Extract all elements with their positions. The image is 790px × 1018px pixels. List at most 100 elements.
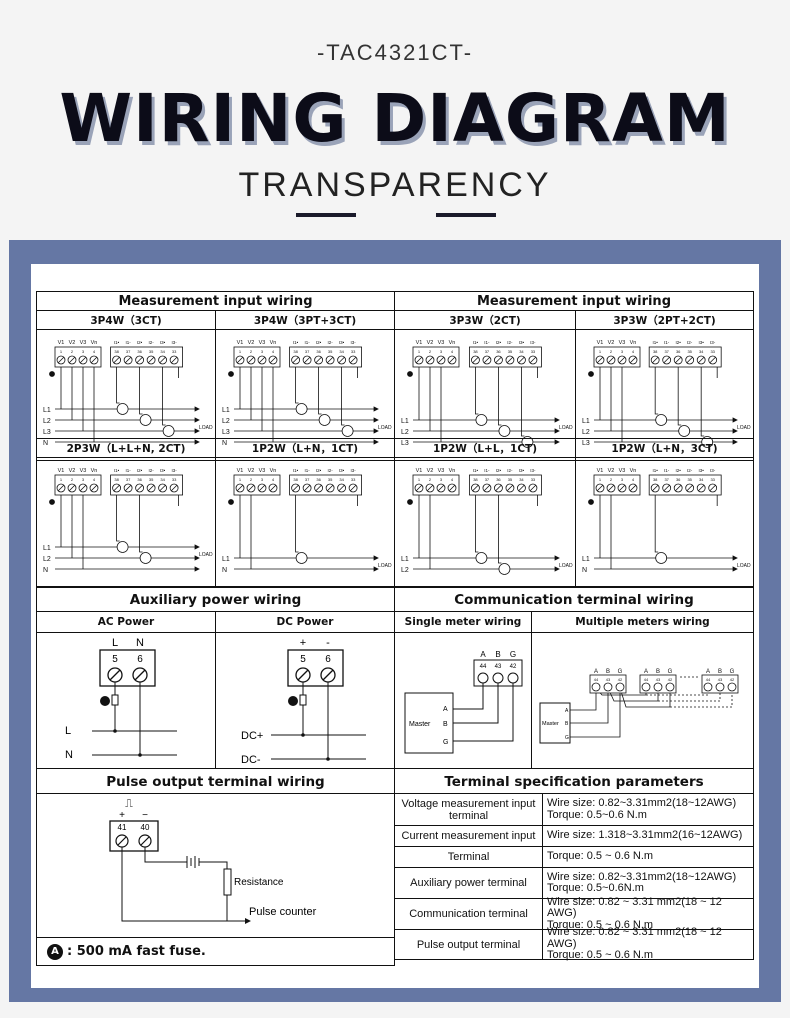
current-terminal-number: 34 [339, 477, 344, 482]
voltage-terminal-label: V1 [597, 468, 604, 474]
phase-line-label: L2 [43, 418, 51, 425]
measurement-diagram-label: 3P4W（3CT) [36, 310, 216, 330]
page-subtitle: TRANSPARENCY [238, 166, 552, 204]
ac-power-diagram: L N 5 6 L N [36, 632, 216, 769]
voltage-terminal-label: V3 [438, 340, 445, 346]
fuse-badge-icon [100, 696, 110, 706]
current-terminal-label: I3- [171, 468, 177, 473]
phase-line-label: L3 [222, 429, 230, 436]
voltage-terminal-number: 1 [60, 477, 63, 482]
voltage-terminal-label: Vn [630, 468, 637, 474]
phase-line-label: L1 [43, 545, 51, 552]
phase-line-label: L1 [582, 418, 590, 425]
voltage-terminal-number: 2 [429, 349, 432, 354]
dc-power-label: DC Power [215, 611, 395, 633]
current-terminal-number: 38 [293, 477, 298, 482]
spec-value-line: Wire size: 0.82 ~ 3.31 mm2(18 ~ 12 AWG) [547, 926, 722, 950]
current-terminal-number: 34 [699, 349, 704, 354]
current-terminal-label: I2- [507, 340, 513, 345]
phase-line-label: N [222, 440, 227, 447]
voltage-terminal-label: V3 [438, 468, 445, 474]
ac-term-6: 6 [137, 654, 143, 665]
multi-number: 44 [594, 677, 599, 682]
dc-top-plus: + [300, 637, 306, 649]
current-terminal-number: 38 [473, 477, 478, 482]
voltage-terminal-label: V1 [237, 340, 244, 346]
pulse-sign-plus: + [119, 810, 125, 821]
fuse-badge-icon: A [47, 943, 63, 960]
phase-line-label: L1 [401, 418, 409, 425]
spec-value-line: Torque: 0.5~0.6 N.m [547, 808, 647, 821]
spec-row-value: Wire size: 0.82~3.31mm2(18~12AWG)Torque:… [542, 867, 754, 899]
voltage-terminal-number: 3 [261, 477, 264, 482]
spec-row-name: Voltage measurement input terminal [394, 793, 543, 826]
voltage-terminal-number: 2 [71, 477, 74, 482]
dc-line-minus: DC- [241, 754, 261, 766]
spec-value-line: Torque: 0.5 ~ 0.6 N.m [547, 918, 654, 931]
current-terminal-number: 38 [653, 477, 658, 482]
single-num-42: 42 [510, 664, 517, 670]
current-terminal-label: I3• [699, 340, 705, 345]
voltage-terminal-number: 4 [272, 477, 275, 482]
load-label: LOAD [199, 425, 213, 431]
current-terminal-number: 34 [519, 349, 524, 354]
current-terminal-label: I2- [687, 340, 693, 345]
pulse-title: Pulse output terminal wiring [36, 768, 395, 794]
current-terminal-number: 38 [293, 349, 298, 354]
voltage-terminal-label: V1 [416, 340, 423, 346]
diagram-card: Measurement input wiring Measurement inp… [31, 264, 759, 988]
voltage-terminal-label: V1 [416, 468, 423, 474]
spec-value-line: Torque: 0.5 ~ 0.6 N.m [547, 949, 654, 962]
phase-line-label: L3 [43, 429, 51, 436]
single-num-43: 43 [495, 664, 502, 670]
voltage-terminal-number: 3 [621, 477, 624, 482]
current-terminal-number: 36 [137, 349, 142, 354]
single-master: Master [409, 721, 431, 728]
spec-row-value: Wire size: 0.82~3.31mm2(18~12AWG)Torque:… [542, 793, 754, 826]
voltage-terminal-label: Vn [270, 340, 277, 346]
phase-line-label: L1 [222, 556, 230, 563]
current-terminal-label: I2- [687, 468, 693, 473]
voltage-terminal-label: V3 [80, 468, 87, 474]
current-terminal-number: 37 [305, 349, 310, 354]
dc-term-6: 6 [325, 654, 331, 665]
multi-letter: A [594, 669, 598, 675]
phase-line-label: L1 [43, 407, 51, 414]
voltage-terminal-label: V1 [237, 468, 244, 474]
phase-line-label: L2 [582, 429, 590, 436]
spec-value-line: Wire size: 0.82~3.31mm2(18~12AWG) [547, 870, 737, 883]
voltage-terminal-label: V3 [259, 340, 266, 346]
phase-line-label: L2 [401, 567, 409, 574]
current-terminal-label: I1• [114, 468, 120, 473]
voltage-terminal-number: 1 [239, 477, 242, 482]
decor-bar-left [296, 213, 356, 217]
phase-line-label: N [43, 440, 48, 447]
voltage-terminal-number: 2 [250, 477, 253, 482]
ac-term-5: 5 [112, 654, 118, 665]
current-terminal-label: I1- [484, 468, 490, 473]
multi-pin-g: G [565, 735, 569, 741]
ac-power-label: AC Power [36, 611, 216, 633]
current-terminal-number: 38 [653, 349, 658, 354]
diagram-frame: Measurement input wiring Measurement inp… [9, 240, 781, 1002]
voltage-terminal-label: V2 [427, 468, 434, 474]
current-terminal-number: 36 [137, 477, 142, 482]
spec-row-name: Terminal [394, 846, 543, 868]
load-label: LOAD [378, 563, 392, 569]
current-terminal-label: I3- [530, 468, 536, 473]
current-terminal-number: 36 [496, 349, 501, 354]
fuse-badge-icon [288, 696, 298, 706]
voltage-terminal-label: V2 [69, 340, 76, 346]
current-terminal-number: 33 [710, 477, 715, 482]
dc-term-5: 5 [300, 654, 306, 665]
current-terminal-label: I1- [304, 340, 310, 345]
current-terminal-label: I3• [160, 340, 166, 345]
load-label: LOAD [199, 552, 213, 558]
current-terminal-label: I3- [350, 468, 356, 473]
current-terminal-number: 35 [149, 349, 154, 354]
voltage-terminal-label: Vn [91, 340, 98, 346]
multi-number: 43 [718, 677, 723, 682]
single-pin-b: B [443, 721, 448, 728]
